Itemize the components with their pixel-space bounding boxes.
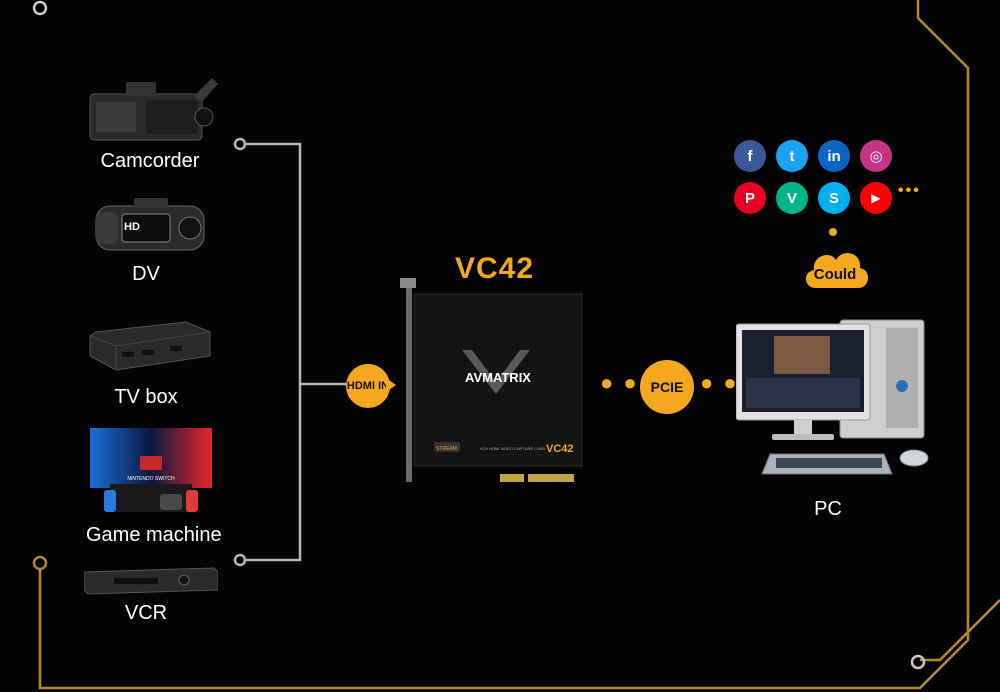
instagram-icon: ◎	[860, 140, 892, 172]
pinterest-icon: P	[734, 182, 766, 214]
card-stream-text: STREAM	[436, 446, 457, 452]
card-brand-text: AVMATRIX	[465, 370, 531, 385]
capture-card-icon: AVMATRIX 4CH HDMI VIDEO CAPTURE CARD VC4…	[400, 278, 583, 482]
cloud-connector-dot	[829, 228, 837, 236]
device-label-camcorder: Camcorder	[100, 150, 200, 172]
circuit-node-bottom-left	[32, 555, 48, 571]
linkedin-icon: in	[818, 140, 850, 172]
pc-label: PC	[814, 498, 842, 520]
cloud-icon	[805, 253, 869, 288]
card-small-text: 4CH HDMI VIDEO CAPTURE CARD	[480, 446, 546, 451]
pcie-badge: PCIE	[640, 360, 694, 414]
twitter-icon: t	[776, 140, 808, 172]
device-label-game-machine: Game machine	[86, 524, 222, 546]
skype-icon: S	[818, 182, 850, 214]
dv-screen-text: HD	[124, 221, 140, 233]
device-label-vcr: VCR	[124, 602, 168, 624]
switch-screen-text: NINTENDO SWITCH	[127, 476, 175, 482]
camcorder-icon	[89, 78, 218, 141]
vcr-icon	[84, 567, 218, 595]
pcie-dots-right: ● ●	[700, 370, 739, 395]
circuit-trace-outline	[38, 0, 970, 690]
card-title: VC42	[455, 252, 535, 285]
pc-icon	[736, 319, 929, 475]
device-label-tvbox: TV box	[114, 386, 178, 408]
bracket-node-top	[233, 137, 247, 151]
circuit-node-bottom-right	[910, 654, 926, 670]
card-model-text: VC42	[546, 443, 574, 455]
pcie-dots-left: ● ●	[600, 370, 639, 395]
hdmi-arrow-icon	[386, 378, 396, 392]
more-dots: •••	[898, 182, 921, 199]
vine-icon: V	[776, 182, 808, 214]
bracket-node-bottom	[233, 553, 247, 567]
circuit-node-top-left	[32, 0, 48, 16]
dv-camera-icon: HD	[95, 198, 205, 251]
cloud-label: Could	[813, 266, 857, 283]
tv-box-icon	[89, 321, 211, 371]
hdmi-in-badge: HDMI IN	[346, 364, 390, 408]
game-machine-icon: NINTENDO SWITCH	[90, 428, 212, 512]
device-label-dv: DV	[132, 263, 160, 285]
circuit-trace-right	[920, 599, 1000, 662]
youtube-icon: ▶	[860, 182, 892, 214]
facebook-icon: f	[734, 140, 766, 172]
device-bracket-line	[246, 142, 302, 562]
